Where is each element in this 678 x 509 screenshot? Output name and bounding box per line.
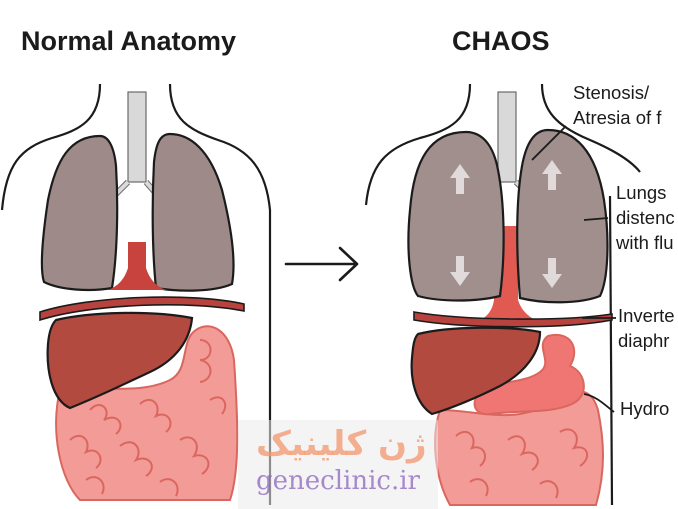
inverted-diaphragm-label: Inverte diaphr (618, 303, 675, 353)
inverted-label-line-1: Inverte (618, 305, 675, 326)
lungs-label: Lungs distenc with flu (616, 180, 675, 255)
normal-right-lung (151, 132, 235, 292)
leader-lines (531, 125, 616, 413)
right-arrow-icon (284, 246, 359, 282)
hydrops-leader (583, 393, 615, 413)
watermark-background (238, 420, 438, 509)
normal-torso (0, 83, 272, 505)
lungs-leader (583, 217, 609, 221)
chaos-bowel-loop (473, 333, 585, 416)
chaos-body-outline-left (364, 83, 472, 206)
chaos-intestine-loops (455, 428, 589, 499)
stenosis-label-line-2: Atresia of f (573, 107, 662, 128)
normal-left-lung (40, 134, 119, 292)
normal-heart (108, 242, 166, 290)
normal-body-outline (0, 83, 102, 211)
normal-body-outline-right (168, 83, 272, 505)
chaos-title: CHAOS (452, 26, 550, 56)
watermark-persian-text: ژن کلینیک (256, 424, 427, 464)
normal-intestines (55, 325, 239, 501)
hydrops-label: Hydro (620, 396, 669, 421)
normal-intestine-loops (69, 339, 227, 497)
lungs-label-line-1: Lungs (616, 182, 667, 203)
stenosis-label-line-1: Stenosis/ (573, 82, 650, 103)
chaos-left-lung (407, 130, 505, 302)
stenosis-label: Stenosis/ Atresia of f (573, 80, 661, 130)
normal-anatomy-title: Normal Anatomy (21, 26, 237, 56)
normal-diaphragm (39, 296, 245, 322)
chaos-torso (364, 83, 641, 506)
watermark-latin-text: geneclinic.ir (256, 466, 420, 496)
lungs-label-line-3: with flu (616, 232, 674, 253)
chaos-inverted-diaphragm (413, 311, 613, 328)
chaos-heart (476, 226, 540, 322)
stenosis-leader (531, 125, 567, 161)
normal-liver (46, 311, 194, 410)
chaos-body-outline-side (608, 195, 614, 506)
chaos-body-outline-right (540, 83, 641, 173)
hydrops-label-line-1: Hydro (620, 398, 670, 419)
lungs-label-line-2: distenc (616, 207, 675, 228)
chaos-right-lung (516, 128, 609, 304)
chaos-liver (410, 326, 542, 416)
chaos-intestines (434, 390, 604, 506)
inverted-label-line-2: diaphr (618, 330, 670, 351)
up-down-arrow-icon (450, 160, 562, 288)
